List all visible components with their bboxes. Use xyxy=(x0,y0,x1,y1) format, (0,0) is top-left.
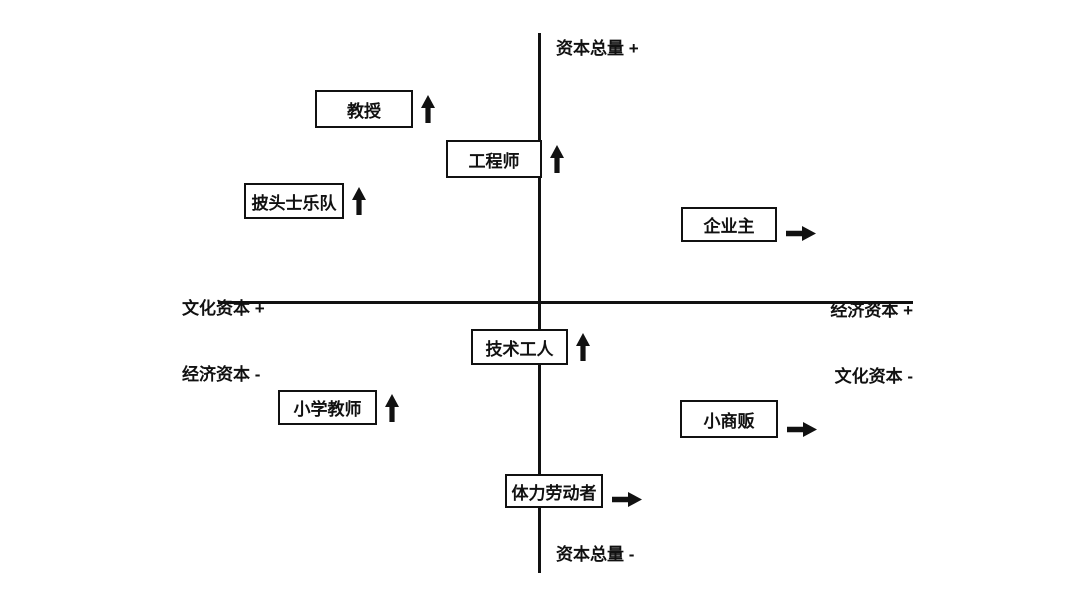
axis-label-left-block: 文化资本 + 经济资本 - xyxy=(182,254,265,430)
node-label: 披头士乐队 xyxy=(251,193,337,213)
axis-label-economic-capital-minus: 经济资本 - xyxy=(182,365,261,384)
node-box-business-owner: 企业主 xyxy=(681,207,777,242)
node-professor: 教授 xyxy=(315,90,461,128)
node-box-primary-teacher: 小学教师 xyxy=(278,390,377,425)
up-arrow-icon xyxy=(421,95,435,123)
right-arrow-icon xyxy=(787,422,817,437)
node-label: 企业主 xyxy=(703,217,755,236)
node-primary-teacher: 小学教师 xyxy=(278,390,425,425)
node-label: 技术工人 xyxy=(485,339,554,359)
right-arrow-icon xyxy=(786,226,816,241)
axis-label-cultural-capital-plus: 文化资本 + xyxy=(182,299,265,318)
axis-label-economic-capital-plus: 经济资本 + xyxy=(830,301,913,320)
node-box-skilled-worker: 技术工人 xyxy=(471,329,568,365)
node-engineer: 工程师 xyxy=(446,140,590,178)
node-box-beatles-band: 披头士乐队 xyxy=(244,183,344,219)
node-beatles-band: 披头士乐队 xyxy=(244,183,392,219)
axis-label-total-capital-plus: 资本总量 + xyxy=(556,39,639,58)
node-skilled-worker: 技术工人 xyxy=(471,329,616,365)
node-label: 体力劳动者 xyxy=(511,483,597,503)
horizontal-axis-line xyxy=(218,301,913,304)
node-box-small-vendor: 小商贩 xyxy=(680,400,778,438)
axis-label-right-block: 经济资本 + 文化资本 - xyxy=(830,256,913,432)
node-label: 小商贩 xyxy=(703,411,755,431)
up-arrow-icon xyxy=(385,394,399,422)
node-business-owner: 企业主 xyxy=(681,207,825,242)
axis-label-total-capital-minus: 资本总量 - xyxy=(556,545,635,564)
up-arrow-icon xyxy=(352,187,366,215)
up-arrow-icon xyxy=(576,333,590,361)
axis-label-cultural-capital-minus: 文化资本 - xyxy=(834,367,913,386)
node-box-engineer: 工程师 xyxy=(446,140,542,178)
node-label: 教授 xyxy=(347,101,381,121)
node-label: 小学教师 xyxy=(293,400,362,419)
node-manual-laborer: 体力劳动者 xyxy=(505,474,651,508)
node-box-professor: 教授 xyxy=(315,90,413,128)
node-box-manual-laborer: 体力劳动者 xyxy=(505,474,603,508)
up-arrow-icon xyxy=(550,145,564,173)
node-label: 工程师 xyxy=(468,151,520,171)
node-small-vendor: 小商贩 xyxy=(680,400,826,438)
right-arrow-icon xyxy=(612,492,642,507)
